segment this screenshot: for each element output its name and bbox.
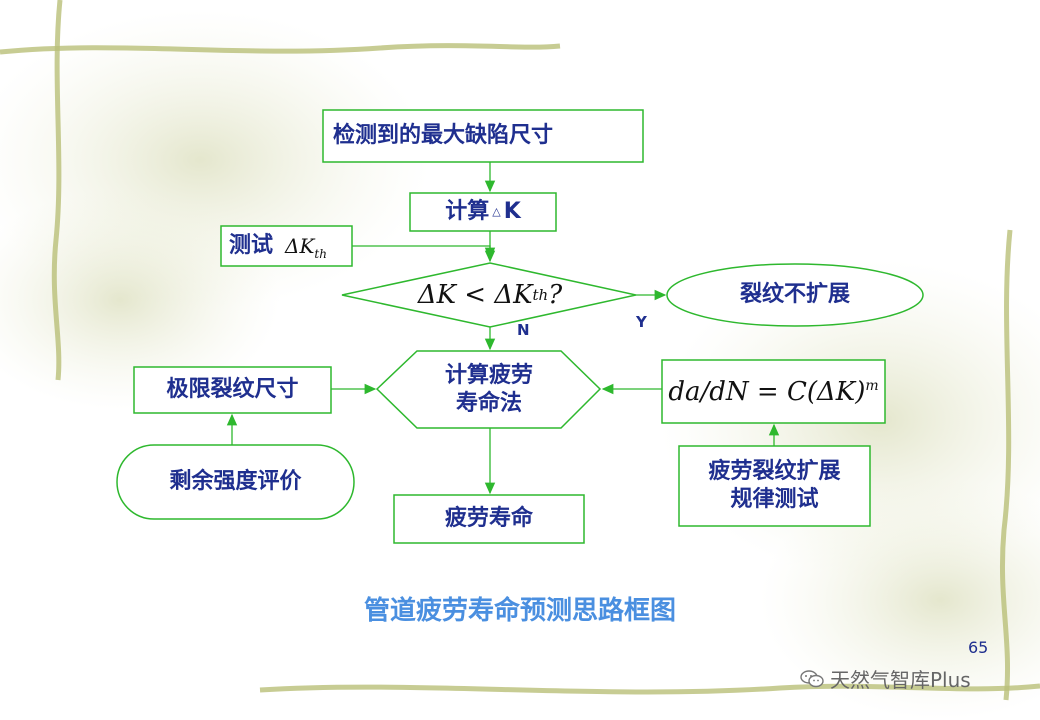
no-growth-ellipse <box>666 263 924 327</box>
paris-law-box <box>661 359 886 424</box>
calc-dk-k: K <box>503 199 521 224</box>
limit-crack-label: 极限裂纹尺寸 <box>166 377 299 402</box>
detect-size-box <box>322 109 644 163</box>
limit-crack-box <box>133 366 332 414</box>
growth-test-box <box>678 445 871 527</box>
calc-dk-box <box>409 192 557 232</box>
paris-law-label: da/dN = C(ΔK)m <box>668 376 879 407</box>
calc-dk-delta: △ <box>492 205 501 218</box>
edge-test-to-decision <box>352 245 496 260</box>
test-formula: ΔKth <box>285 234 327 261</box>
growth-test-line1: 疲劳裂纹扩展 <box>708 459 841 484</box>
calc-life-label: 计算疲劳 寿命法 <box>417 351 561 428</box>
branch-yes-label: Y <box>636 313 647 331</box>
residual-strength-label: 剩余强度评价 <box>169 469 302 494</box>
watermark-text: 天然气智库Plus <box>830 668 971 692</box>
page-number: 65 <box>968 638 989 657</box>
calc-life-line1: 计算疲劳 <box>444 362 533 388</box>
growth-test-label: 疲劳裂纹扩展 规律测试 <box>679 446 870 526</box>
fatigue-life-box <box>393 494 585 544</box>
calc-life-hexagon <box>375 350 602 429</box>
test-text: 测试 <box>229 233 274 258</box>
calc-life-line2: 寿命法 <box>455 390 522 416</box>
calc-dk-text: 计算 <box>445 199 490 224</box>
detect-size-label: 检测到的最大缺陷尺寸 <box>333 123 554 148</box>
calc-dk-label: 计算△K <box>410 193 556 231</box>
no-growth-label: 裂纹不扩展 <box>739 282 850 307</box>
growth-test-line2: 规律测试 <box>730 487 819 512</box>
diagram-caption: 管道疲劳寿命预测思路框图 <box>363 596 676 626</box>
test-label: 测试 ΔKth <box>221 226 352 266</box>
watermark: 天然气智库Plus <box>800 664 971 693</box>
wechat-icon <box>800 669 824 687</box>
residual-strength-box <box>116 444 355 520</box>
fatigue-life-label: 疲劳寿命 <box>444 506 533 531</box>
branch-no-label: N <box>517 321 530 339</box>
